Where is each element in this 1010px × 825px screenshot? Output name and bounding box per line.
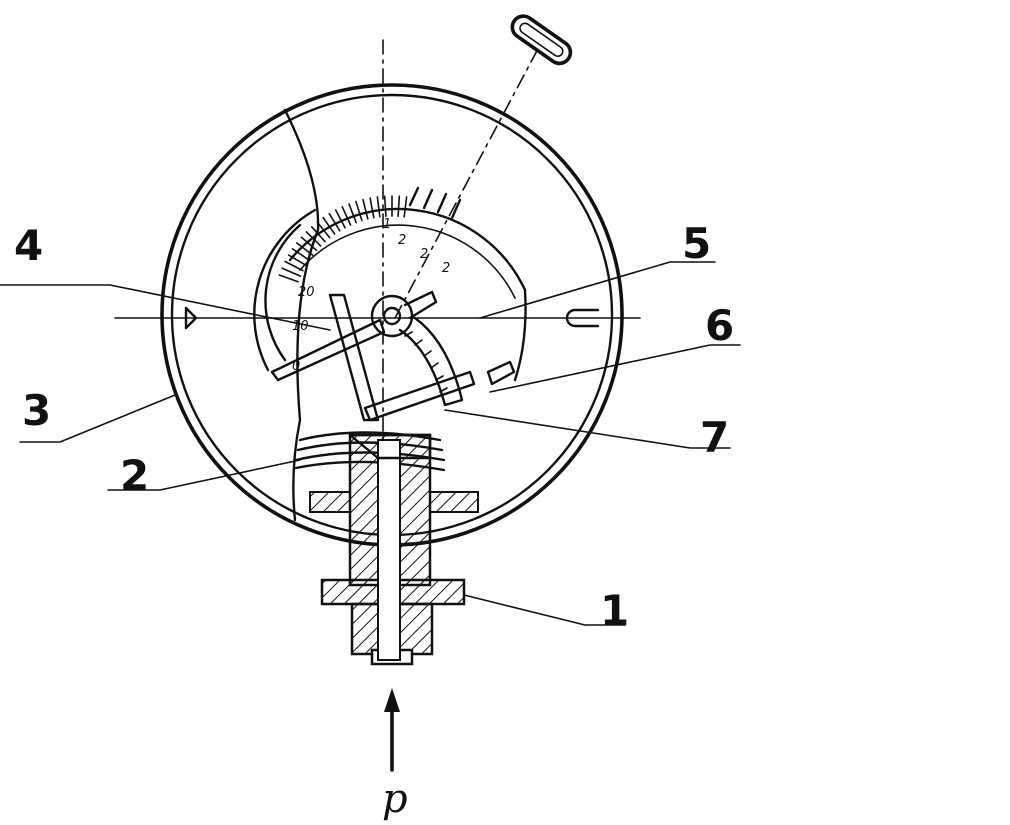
- top-scale-label-1: 1: [383, 217, 391, 232]
- top-scale-ticks: [408, 186, 462, 220]
- dial-ring-right: [513, 288, 527, 382]
- callout-6: 6: [705, 301, 734, 350]
- callout-4: 4: [14, 221, 43, 270]
- dial-plate-boundary: [283, 108, 320, 522]
- scale-tick: [376, 196, 381, 218]
- pressure-symbol: p: [382, 776, 408, 822]
- callout-7: 7: [700, 413, 729, 462]
- socket-1: [309, 433, 479, 666]
- pressure-arrow: [384, 688, 400, 772]
- scale-tick: [355, 200, 363, 222]
- scale-tick: [291, 248, 310, 261]
- pointer-arm: [403, 290, 438, 320]
- callout-2: 2: [120, 451, 149, 500]
- callout-5: 5: [682, 219, 711, 268]
- scale-tick: [369, 197, 375, 219]
- scale-tick: [295, 242, 314, 256]
- case-marker-left: [184, 306, 198, 330]
- leader-lines: [0, 261, 741, 626]
- dial-ring-inner: [299, 224, 516, 299]
- scale-tick: [328, 212, 341, 232]
- scale-label-20: 20: [298, 285, 315, 300]
- callout-3: 3: [22, 386, 51, 435]
- scale-tick: [334, 209, 346, 229]
- sector-gear-7-teeth: [404, 331, 448, 393]
- scale-label-10: 10: [292, 319, 309, 334]
- top-scale-label-2a: 2: [398, 233, 406, 248]
- scale-tick: [278, 274, 299, 283]
- top-scale-label-2c: 2: [442, 261, 450, 276]
- scale-tick: [287, 254, 307, 267]
- scale-tick: [403, 196, 408, 218]
- scale-tick: [362, 198, 369, 220]
- sector-scale: [253, 195, 408, 372]
- adjustment-slot: [510, 14, 573, 66]
- scale-tick: [316, 221, 331, 239]
- callout-1: 1: [600, 586, 629, 635]
- scale-tick: [397, 195, 401, 217]
- scale-tick: [310, 226, 326, 243]
- scale-tick: [322, 216, 336, 235]
- scale-tick: [300, 236, 318, 252]
- pointer-needle: [328, 293, 380, 422]
- link-6: [363, 370, 476, 422]
- pivot-inner: [382, 306, 402, 326]
- scale-tick: [383, 195, 387, 217]
- top-scale-label-2b: 2: [420, 247, 428, 262]
- lever-4: [270, 318, 386, 382]
- sector-gear-7: [398, 316, 464, 407]
- right-pin: [486, 360, 516, 386]
- case-screw-right: [565, 308, 600, 328]
- pivot-outer: [370, 294, 414, 338]
- scale-tick: [281, 267, 302, 277]
- dial-ring: [288, 207, 527, 292]
- adjustment-axis: [394, 44, 541, 319]
- scale-tick: [284, 260, 304, 272]
- scale-tick: [348, 203, 357, 224]
- scale-label-0: 0: [292, 359, 300, 374]
- scale-tick: [305, 231, 322, 247]
- scale-tick: [341, 206, 352, 226]
